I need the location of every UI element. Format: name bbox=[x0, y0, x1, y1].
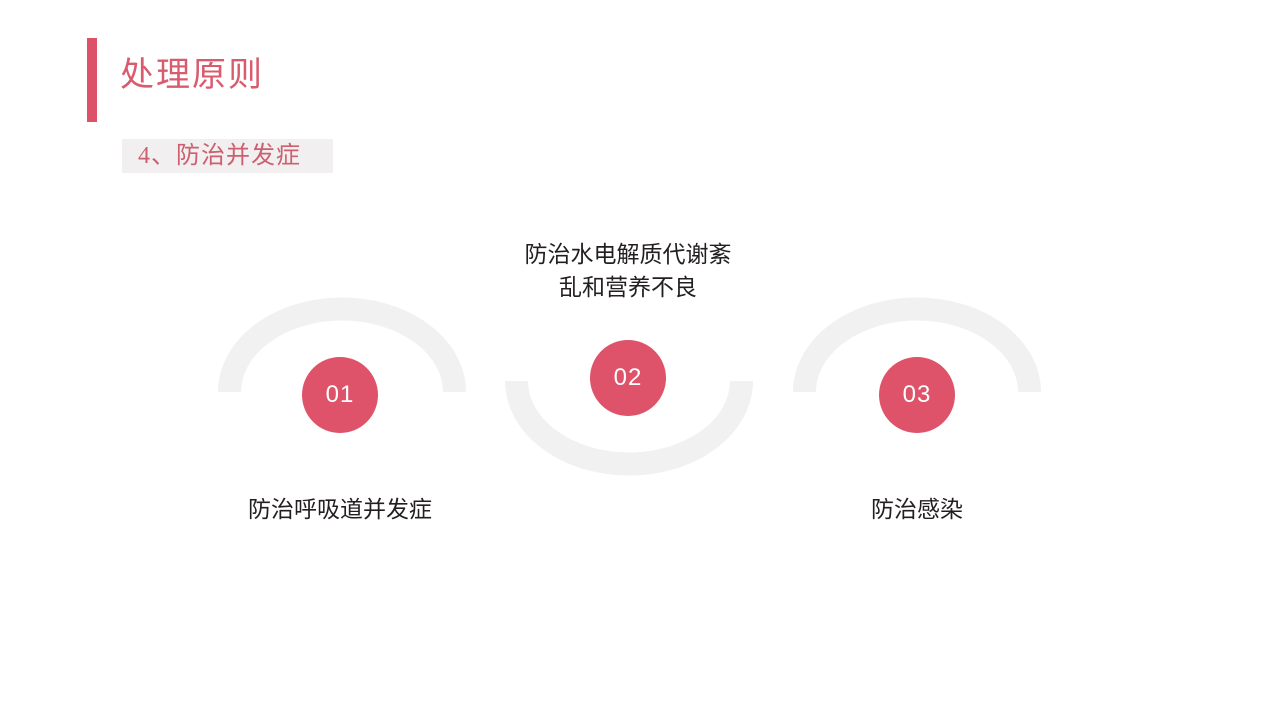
step-number-01: 01 bbox=[325, 381, 355, 408]
step-marker-03[interactable]: 03 bbox=[879, 357, 955, 433]
arc-down-step-02 bbox=[505, 380, 753, 476]
step-marker-01[interactable]: 01 bbox=[302, 357, 378, 433]
subtitle-chip-background bbox=[122, 139, 333, 173]
arc-up-step-01 bbox=[218, 297, 466, 393]
title-accent-bar bbox=[87, 38, 97, 122]
step-number-02: 02 bbox=[613, 364, 643, 391]
step-number-03: 03 bbox=[902, 381, 932, 408]
step-caption-03: 防治感染 bbox=[871, 496, 963, 522]
subtitle-label: 4、防治并发症 bbox=[138, 143, 301, 169]
page-title: 处理原则 bbox=[120, 57, 264, 94]
step-caption-02: 防治水电解质代谢紊 乱和营养不良 bbox=[524, 241, 732, 300]
step-marker-02[interactable]: 02 bbox=[590, 340, 666, 416]
arc-up-step-03 bbox=[793, 297, 1041, 393]
step-caption-01: 防治呼吸道并发症 bbox=[248, 496, 432, 522]
